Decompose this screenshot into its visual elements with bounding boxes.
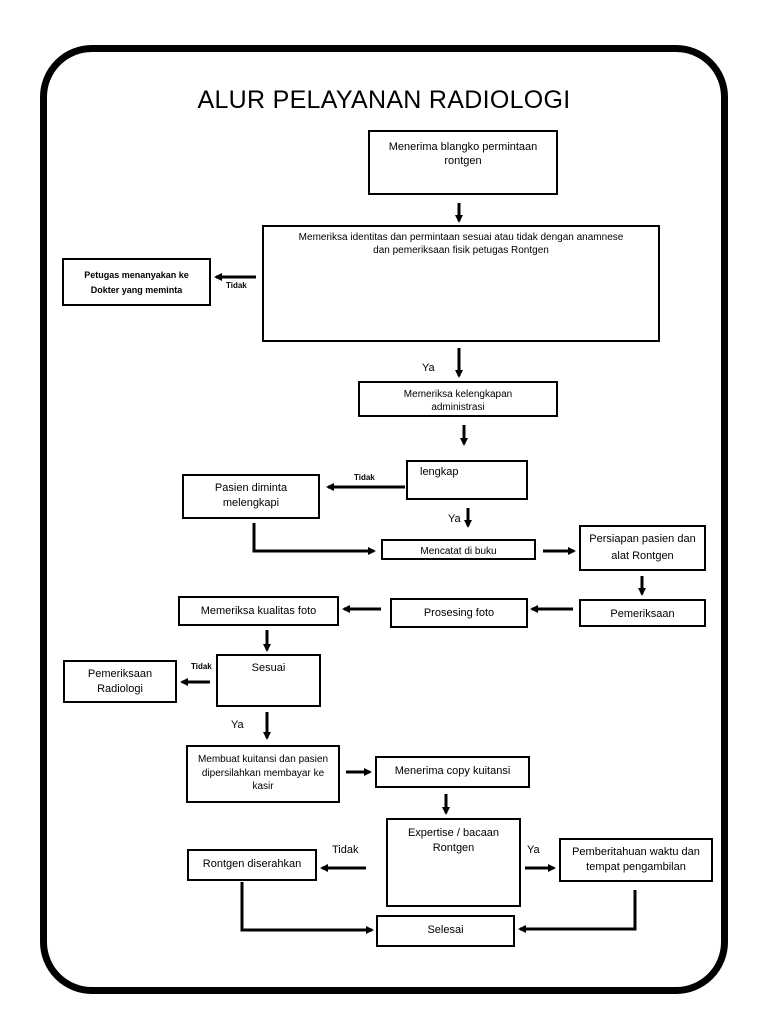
node-expertise-bacaan: Expertise / bacaan Rontgen	[386, 818, 521, 907]
label-ya-n16: Ya	[527, 844, 540, 856]
arrow-n6-n7	[252, 523, 376, 555]
node-rontgen-diserahkan: Rontgen diserahkan	[187, 849, 317, 881]
arrow-n17-n19	[240, 882, 374, 934]
node-memeriksa-kualitas-foto: Memeriksa kualitas foto	[178, 596, 339, 626]
label-ya-n12: Ya	[231, 719, 244, 731]
node-pemberitahuan-waktu: Pemberitahuan waktu dan tempat pengambil…	[559, 838, 713, 882]
node-prosesing-foto: Prosesing foto	[390, 598, 528, 628]
node-menerima-copy-kuitansi: Menerima copy kuitansi	[375, 756, 530, 788]
label-tidak-n12: Tidak	[191, 662, 212, 671]
node-kelengkapan-administrasi: Memeriksa kelengkapan administrasi	[358, 381, 558, 417]
node-selesai: Selesai	[376, 915, 515, 947]
node-sesuai: Sesuai	[216, 654, 321, 707]
node-pemeriksaan-radiologi: Pemeriksaan Radiologi	[63, 660, 177, 703]
node-membuat-kuitansi: Membuat kuitansi dan pasien dipersilahka…	[186, 745, 340, 803]
node-mencatat-buku: Mencatat di buku	[381, 539, 536, 560]
label-ya-n5: Ya	[448, 513, 461, 525]
label-tidak-n16: Tidak	[332, 844, 359, 856]
arrow-n18-n19	[518, 890, 637, 933]
label-ya-n2: Ya	[422, 362, 435, 374]
rounded-frame	[40, 45, 728, 994]
node-petugas-menanyakan: Petugas menanyakan ke Dokter yang memint…	[62, 258, 211, 306]
page-title: ALUR PELAYANAN RADIOLOGI	[197, 86, 571, 114]
node-menerima-blangko: Menerima blangko permintaan rontgen	[368, 130, 558, 195]
node-memeriksa-identitas: Memeriksa identitas dan permintaan sesua…	[262, 225, 660, 342]
node-pemeriksaan: Pemeriksaan	[579, 599, 706, 627]
node-lengkap: lengkap	[406, 460, 528, 500]
label-tidak-n2: Tidak	[226, 281, 247, 290]
label-tidak-n5: Tidak	[354, 473, 375, 482]
node-persiapan-pasien: Persiapan pasien dan alat Rontgen	[579, 525, 706, 571]
node-pasien-melengkapi: Pasien diminta melengkapi	[182, 474, 320, 519]
